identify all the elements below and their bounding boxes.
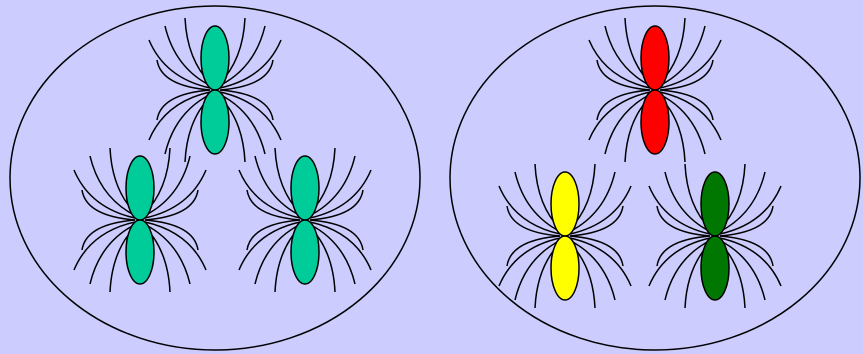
right-group [450, 6, 860, 350]
left-group-spider-top-head [201, 26, 229, 90]
right-group-spider-bottom-left [499, 164, 631, 308]
left-group-spider-bottom-left [74, 148, 206, 292]
left-group-spider-bottom-left-body [126, 220, 154, 284]
left-group-spider-top [149, 18, 281, 162]
right-group-spider-bottom-left-body [551, 236, 579, 300]
right-group-spider-bottom-right [649, 164, 781, 308]
left-group [10, 6, 420, 350]
right-group-spider-bottom-right-body [701, 236, 729, 300]
left-group-spider-bottom-right [239, 148, 371, 292]
right-group-spider-top [589, 18, 721, 162]
left-group-spider-bottom-left-head [126, 156, 154, 220]
left-group-spider-bottom-right-head [291, 156, 319, 220]
right-group-spider-bottom-left-head [551, 172, 579, 236]
left-group-spider-bottom-right-body [291, 220, 319, 284]
right-group-spider-bottom-right-head [701, 172, 729, 236]
left-group-spider-top-body [201, 90, 229, 154]
right-group-spider-top-head [641, 26, 669, 90]
right-group-spider-top-body [641, 90, 669, 154]
